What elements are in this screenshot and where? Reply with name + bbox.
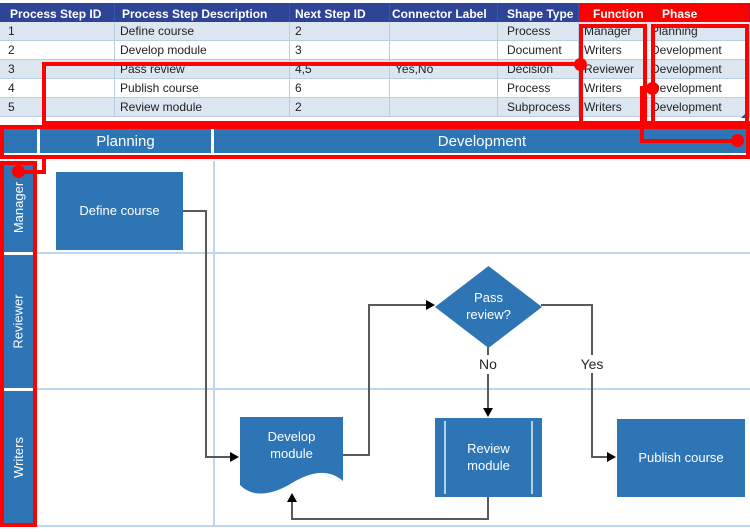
lane-header-reviewer[interactable]: Reviewer [3, 255, 34, 388]
annotation-dot-function [574, 58, 587, 71]
cell-shape-type[interactable]: Process [498, 22, 579, 41]
column-header-process-step-description[interactable]: Process Step Description [115, 3, 290, 25]
connector-develop-review [368, 304, 427, 306]
cell-shape-type[interactable]: Document [498, 41, 579, 60]
annotation-rows-highlight-bottom [42, 121, 750, 125]
connector-define-develop [205, 456, 231, 458]
annotation-function-column-box [579, 24, 647, 126]
diagram-bottom-border [37, 525, 750, 527]
column-header-phase[interactable]: Phase [646, 3, 750, 25]
column-header-process-step-id[interactable]: Process Step ID [0, 3, 115, 25]
annotation-lanes-connector [19, 170, 46, 174]
cell-next-step[interactable]: 3 [290, 41, 390, 60]
annotation-dot-phase-bar [731, 134, 744, 147]
cell-step-id[interactable]: 1 [0, 22, 115, 41]
cell-connector-label[interactable] [390, 41, 498, 60]
annotation-phase-bar-box [0, 125, 750, 159]
shape-document-develop-module[interactable]: Develop module [240, 417, 343, 502]
cell-description[interactable]: Define course [115, 22, 290, 41]
connector-yes-branch [591, 456, 609, 458]
cell-next-step[interactable]: 2 [290, 98, 390, 117]
cell-shape-type[interactable]: Process [498, 79, 579, 98]
annotation-rows-highlight-top [42, 62, 582, 66]
connector-review-develop-loop [292, 518, 489, 520]
column-header-function[interactable]: Function [579, 3, 646, 25]
cell-connector-label[interactable] [390, 98, 498, 117]
cell-next-step[interactable]: 2 [290, 22, 390, 41]
arrowhead-icon [426, 300, 435, 310]
cell-step-id[interactable]: 4 [0, 79, 115, 98]
annotation-phase-connector [640, 86, 653, 90]
connector-review-develop-loop [487, 497, 489, 520]
connector-define-develop [205, 210, 207, 458]
shape-decision-pass-review[interactable]: Pass review? [435, 266, 542, 348]
annotation-phase-connector [640, 139, 738, 143]
connector-develop-review [343, 454, 370, 456]
connector-develop-review [368, 304, 370, 456]
connector-label-yes: Yes [574, 355, 610, 373]
process-map-table: Process Step ID Process Step Description… [0, 3, 750, 117]
table-resize-handle[interactable] [741, 112, 747, 118]
connector-yes-branch [591, 304, 593, 356]
diamond-shape-icon [435, 266, 542, 348]
shape-label: Review module [467, 440, 510, 473]
cell-function[interactable]: Writers [579, 41, 646, 60]
cell-connector-label[interactable] [390, 22, 498, 41]
shape-process-define-course[interactable]: Define course [56, 172, 183, 250]
cell-phase[interactable]: Development [646, 79, 750, 98]
arrowhead-icon [230, 452, 239, 462]
phase-band-planning[interactable]: Planning [40, 129, 211, 153]
connector-no-branch [487, 347, 489, 357]
document-shape-icon [240, 417, 343, 494]
cell-step-id[interactable]: 2 [0, 41, 115, 60]
connector-no-branch [487, 374, 489, 410]
phase-bar-corner [3, 129, 37, 153]
annotation-rows-highlight-left [42, 62, 46, 125]
annotation-phase-connector [640, 86, 644, 143]
connector-label-no: No [473, 355, 503, 373]
shape-subprocess-review-module[interactable]: Review module [435, 418, 542, 497]
subprocess-side-line [444, 421, 446, 494]
cell-next-step[interactable]: 6 [290, 79, 390, 98]
lane-divider [37, 388, 750, 390]
cell-phase[interactable]: Development [646, 60, 750, 79]
column-header-next-step-id[interactable]: Next Step ID [290, 3, 390, 25]
arrowhead-icon [607, 452, 616, 462]
arrowhead-icon [483, 408, 493, 417]
lane-header-writers[interactable]: Writers [3, 391, 34, 523]
lane-divider [37, 252, 750, 254]
connector-define-develop [183, 210, 207, 212]
shape-label: Pass review? [466, 290, 511, 322]
cell-description[interactable]: Review module [115, 98, 290, 117]
connector-yes-branch [591, 373, 593, 458]
annotation-lane-labels-box [0, 161, 37, 527]
cell-function[interactable]: Writers [579, 79, 646, 98]
annotation-phase-column-box [651, 24, 749, 126]
cell-description[interactable]: Publish course [115, 79, 290, 98]
connector-yes-branch [541, 304, 593, 306]
cell-phase[interactable]: Development [646, 41, 750, 60]
shape-label: Develop module [267, 429, 316, 461]
annotation-dot-lanes [12, 165, 25, 178]
subprocess-side-line [531, 421, 533, 494]
cell-shape-type[interactable]: Subprocess [498, 98, 579, 117]
phase-divider [213, 161, 215, 527]
column-header-shape-type[interactable]: Shape Type [498, 3, 579, 25]
cell-step-id[interactable]: 5 [0, 98, 115, 117]
shape-process-publish-course[interactable]: Publish course [617, 419, 745, 497]
cell-description[interactable]: Develop module [115, 41, 290, 60]
cell-phase[interactable]: Development [646, 98, 750, 117]
connector-review-develop-loop [291, 501, 293, 520]
column-header-connector-label[interactable]: Connector Label [390, 3, 498, 25]
annotation-lanes-connector [42, 157, 46, 174]
arrowhead-icon [287, 493, 297, 502]
cell-connector-label[interactable] [390, 79, 498, 98]
